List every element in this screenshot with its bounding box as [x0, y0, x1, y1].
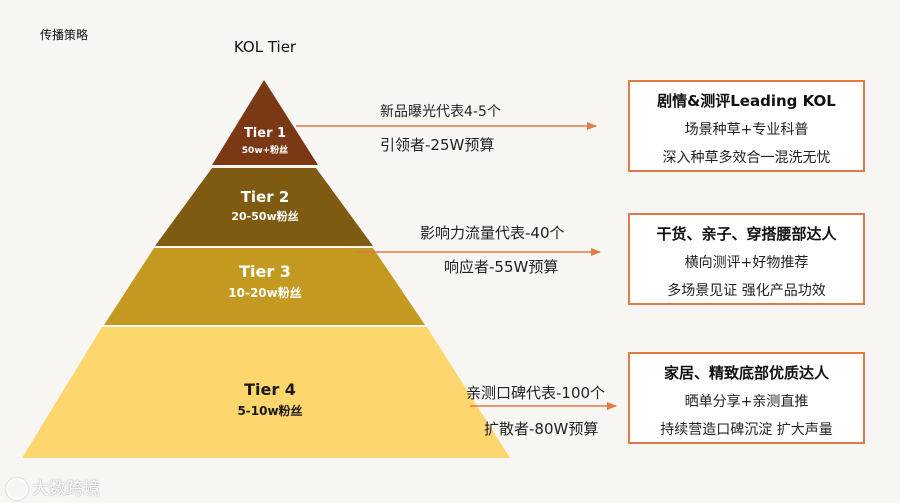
tier-2-label: Tier 2 20-50w粉丝 — [190, 188, 340, 224]
watermark-logo-icon — [6, 478, 28, 500]
desc-box-tier-3: 干货、亲子、穿搭腰部达人 横向测评+好物推荐 多场景见证 强化产品功效 — [628, 213, 865, 305]
desc-box-tier-3-title: 干货、亲子、穿搭腰部达人 — [656, 225, 837, 243]
desc-box-tier-1: 剧情&测评Leading KOL 场景种草+专业科普 深入种草多效合一混洗无忧 — [628, 80, 865, 172]
desc-box-tier-1-line2: 深入种草多效合一混洗无忧 — [662, 150, 831, 166]
watermark: 大数跨境 — [6, 474, 100, 500]
watermark-text: 大数跨境 — [32, 479, 100, 499]
tier-2-fans: 20-50w粉丝 — [231, 210, 299, 223]
desc-box-tier-4-line1: 晒单分享+亲测直推 — [684, 394, 809, 410]
note-tier-1-line1: 新品曝光代表4-5个 — [380, 104, 501, 120]
tier-3-name: Tier 3 — [239, 262, 291, 281]
desc-box-tier-4: 家居、精致底部优质达人 晒单分享+亲测直推 持续营造口碑沉淀 扩大声量 — [628, 352, 865, 444]
note-tier-1-line2: 引领者-25W预算 — [380, 136, 495, 154]
note-tier-3-line1: 影响力流量代表-40个 — [420, 224, 565, 242]
page-label: 传播策略 — [40, 28, 89, 42]
desc-box-tier-1-line1: 场景种草+专业科普 — [684, 122, 809, 138]
pyramid-title: KOL Tier — [233, 38, 297, 56]
desc-box-tier-4-title: 家居、精致底部优质达人 — [663, 364, 829, 382]
note-tier-3-line2: 响应者-55W预算 — [444, 258, 559, 276]
desc-box-tier-4-line2: 持续营造口碑沉淀 扩大声量 — [660, 422, 833, 438]
tier-1-shape — [212, 80, 318, 165]
tier-4-shape — [22, 327, 510, 458]
tier-3-shape — [104, 248, 425, 325]
tier-3-label: Tier 3 10-20w粉丝 — [170, 262, 360, 301]
note-tier-4-line1: 亲测口碑代表-100个 — [466, 384, 606, 402]
tier-3-fans: 10-20w粉丝 — [228, 286, 302, 300]
tier-2-name: Tier 2 — [240, 188, 290, 206]
desc-box-tier-3-line2: 多场景见证 强化产品功效 — [667, 283, 826, 299]
tier-4-label: Tier 4 5-10w粉丝 — [170, 380, 370, 419]
tier-4-name: Tier 4 — [244, 380, 296, 399]
tier-4-fans: 5-10w粉丝 — [237, 404, 303, 418]
note-tier-4-line2: 扩散者-80W预算 — [484, 420, 599, 438]
desc-box-tier-1-title: 剧情&测评Leading KOL — [657, 92, 836, 110]
tier-1-fans: 50w+粉丝 — [241, 146, 289, 156]
tier-1-label: Tier 1 50w+粉丝 — [215, 126, 315, 156]
tier-2-shape — [155, 168, 373, 246]
desc-box-tier-3-line1: 横向测评+好物推荐 — [684, 255, 809, 271]
tier-1-name: Tier 1 — [243, 126, 287, 141]
